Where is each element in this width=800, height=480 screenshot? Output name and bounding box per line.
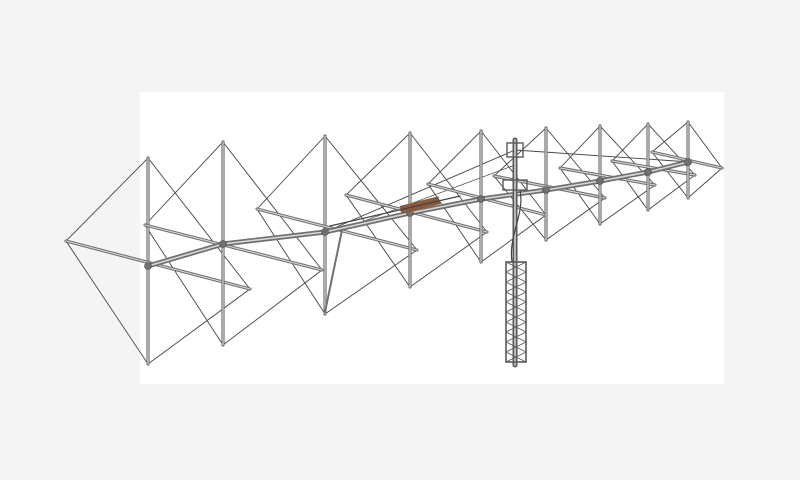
element-8-hub [644, 168, 652, 176]
mast-tower [324, 137, 528, 368]
element-2-hub [219, 240, 227, 248]
coax-cable [510, 189, 522, 263]
truss-wire-rear [514, 149, 691, 163]
tower-lattice-brace [505, 261, 527, 273]
element-5-hub [477, 195, 485, 203]
truss-wire-lower [339, 164, 516, 231]
mast-clamp-top [506, 142, 524, 158]
tower-lattice-brace [505, 321, 527, 333]
tower-lattice-brace [505, 291, 527, 303]
tower-lattice-brace [505, 301, 527, 313]
element-2-horizontal-spreader-highlight [144, 224, 323, 271]
element-9-hub [684, 158, 692, 166]
element-1-hub [144, 262, 152, 270]
boom-to-mast-plate [502, 179, 528, 191]
support-strut [324, 229, 343, 313]
element-6-hub [542, 186, 550, 194]
truss-wire-front [324, 149, 516, 233]
element-7-hub [596, 177, 604, 185]
element-8-horizontal-spreader-highlight [611, 160, 696, 176]
element-3-hub [321, 228, 329, 236]
feed-line [329, 195, 461, 227]
tower-lattice-brace [505, 341, 527, 353]
spreader-tubes [64, 120, 724, 366]
tower-lattice-brace [505, 271, 527, 283]
boom-assembly [144, 158, 692, 270]
figure-panel [140, 92, 724, 384]
element-7-horizontal-spreader-highlight [559, 167, 656, 186]
tower-lattice-brace [505, 311, 527, 323]
tower-lattice-brace [505, 351, 527, 363]
tower-lattice-brace [505, 331, 527, 343]
tower-lattice-brace [505, 281, 527, 293]
